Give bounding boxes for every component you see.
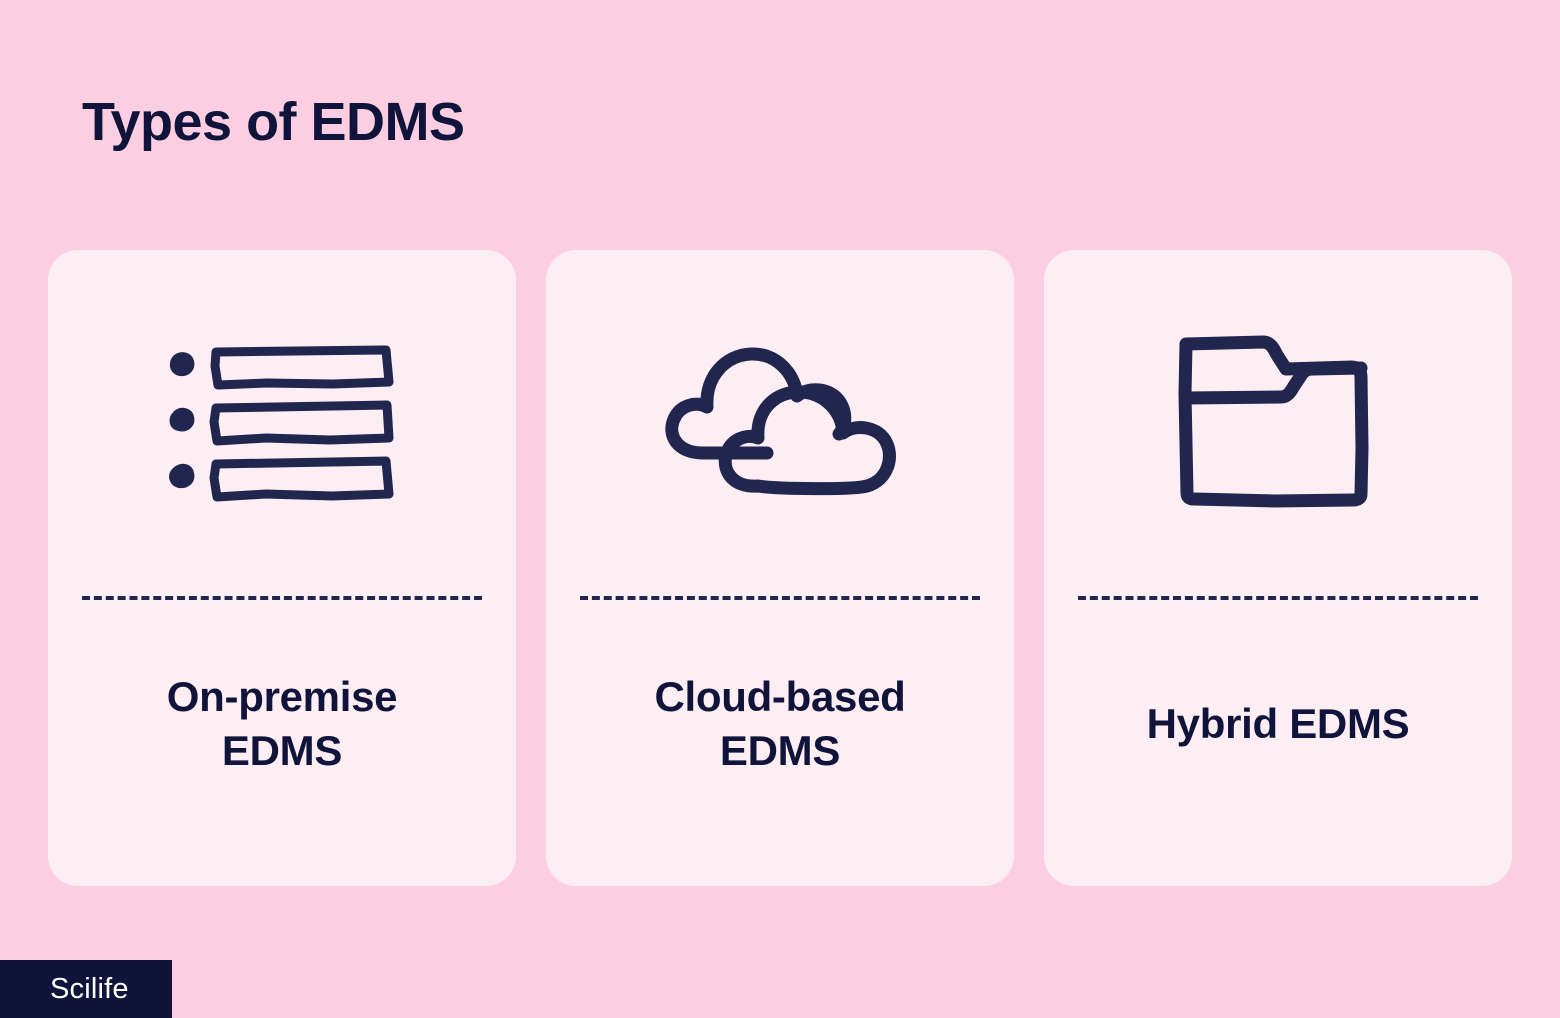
- card-hybrid[interactable]: Hybrid EDMS: [1044, 250, 1512, 886]
- card-label-line2: EDMS: [719, 727, 841, 774]
- card-on-premise[interactable]: On-premise EDMS: [48, 250, 516, 886]
- scilife-logo-text: Scilife: [50, 972, 129, 1005]
- page-title: Types of EDMS: [82, 92, 465, 152]
- card-label-line2: EDMS: [221, 727, 343, 774]
- types-card-row: On-premise EDMS Cloud-based EDMS: [48, 250, 1512, 886]
- card-divider: [1078, 596, 1478, 600]
- card-label-line1: Hybrid EDMS: [1146, 700, 1410, 748]
- clouds-icon: [546, 250, 1014, 596]
- card-label-cloud-based: Cloud-based EDMS: [546, 600, 1014, 886]
- folder-icon: [1044, 250, 1512, 596]
- card-label-line1: On-premise: [166, 673, 398, 721]
- card-label-on-premise: On-premise EDMS: [48, 600, 516, 886]
- bulleted-list-icon: [48, 250, 516, 596]
- card-divider: [580, 596, 980, 600]
- scilife-logo: Scilife: [0, 960, 172, 1018]
- card-label-line1: Cloud-based: [654, 673, 906, 721]
- card-cloud-based[interactable]: Cloud-based EDMS: [546, 250, 1014, 886]
- card-label-hybrid: Hybrid EDMS: [1044, 600, 1512, 886]
- card-divider: [82, 596, 482, 600]
